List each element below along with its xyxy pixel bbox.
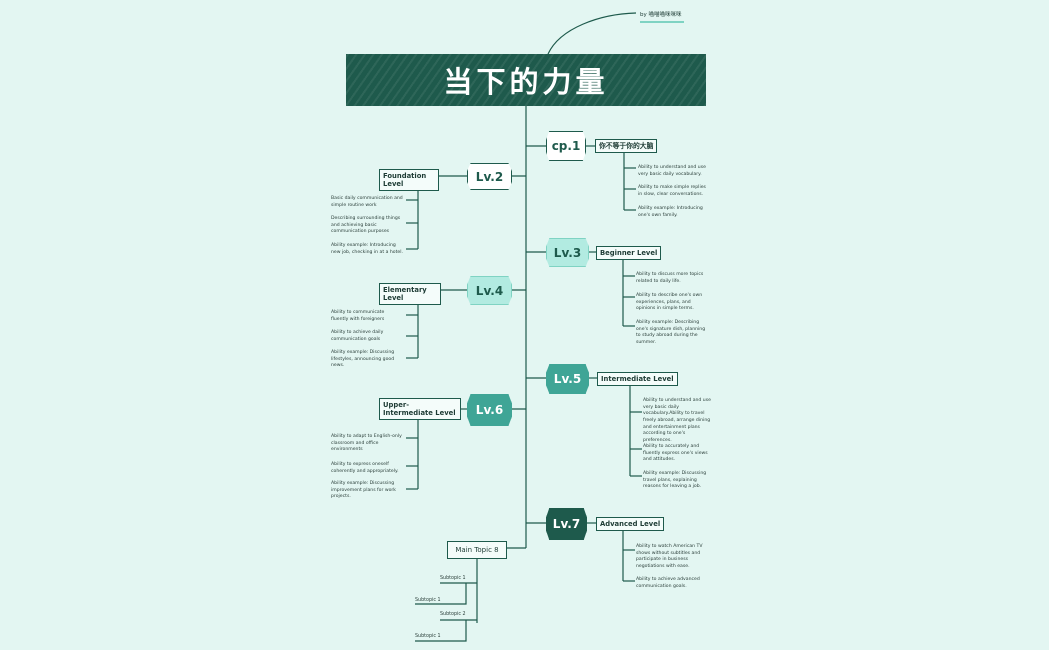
list-item: Ability to achieve advanced communicatio… bbox=[636, 577, 700, 589]
node-label-lv5[interactable]: Intermediate Level bbox=[597, 372, 678, 387]
node-badge-lv5[interactable]: Lv.5 bbox=[546, 364, 589, 394]
list-item: Ability example: Discussing improvement … bbox=[331, 481, 396, 500]
list-item: Describing surrounding things and achiev… bbox=[331, 216, 401, 235]
subtopic[interactable]: Subtopic 1 bbox=[415, 634, 441, 639]
node-badge-lv2[interactable]: Lv.2 bbox=[467, 163, 512, 190]
list-item: Ability example: Describing one's signat… bbox=[636, 320, 706, 345]
subtopic[interactable]: Subtopic 1 bbox=[415, 598, 441, 603]
list-item: Ability example: Introducing new job, ch… bbox=[331, 243, 403, 255]
list-item: Basic daily communication and simple rou… bbox=[331, 196, 403, 208]
list-item: Ability to understand and use very basic… bbox=[643, 398, 711, 443]
node-label-lv6[interactable]: Upper-Intermediate Level bbox=[379, 398, 461, 421]
list-item: Ability to adapt to English-only classro… bbox=[331, 434, 402, 453]
list-item: Ability example: Discussing travel plans… bbox=[643, 471, 707, 490]
node-badge-cp1[interactable]: cp.1 bbox=[546, 131, 586, 161]
list-item: Ability to describe one's own experience… bbox=[636, 293, 703, 312]
list-item: Ability example: Introducing one's own f… bbox=[638, 206, 703, 218]
list-item: Ability example: Discussing lifestyles, … bbox=[331, 350, 395, 369]
central-topic[interactable]: 当下的力量 bbox=[346, 54, 706, 106]
list-item: Ability to discuss more topics related t… bbox=[636, 272, 704, 284]
central-topic-title: 当下的力量 bbox=[443, 65, 609, 99]
author-credit: by 喵喵喵咪咪咪 bbox=[640, 10, 684, 23]
node-label-lv4[interactable]: Elementary Level bbox=[379, 283, 441, 306]
list-item: Ability to accurately and fluently expre… bbox=[643, 444, 708, 463]
subtopic[interactable]: Subtopic 2 bbox=[440, 612, 466, 617]
node-badge-lv6[interactable]: Lv.6 bbox=[467, 394, 512, 426]
node-badge-lv3[interactable]: Lv.3 bbox=[546, 238, 589, 267]
node-label-cp1[interactable]: 你不等于你的大脑 bbox=[595, 139, 658, 154]
list-item: Ability to communicate fluently with for… bbox=[331, 310, 385, 322]
list-item: Ability to watch American TV shows witho… bbox=[636, 544, 703, 569]
subtopic[interactable]: Subtopic 1 bbox=[440, 576, 466, 581]
node-badge-lv7[interactable]: Lv.7 bbox=[546, 508, 587, 540]
list-item: Ability to understand and use very basic… bbox=[638, 165, 706, 177]
node-label-lv7[interactable]: Advanced Level bbox=[596, 517, 665, 532]
list-item: Ability to make simple replies in slow, … bbox=[638, 185, 706, 197]
node-badge-lv4[interactable]: Lv.4 bbox=[467, 276, 512, 305]
list-item: Ability to express oneself coherently an… bbox=[331, 462, 399, 474]
node-label-main-topic-8[interactable]: Main Topic 8 bbox=[447, 541, 507, 559]
list-item: Ability to achieve daily communication g… bbox=[331, 330, 384, 342]
node-label-lv3[interactable]: Beginner Level bbox=[596, 246, 662, 261]
node-label-lv2[interactable]: Foundation Level bbox=[379, 169, 439, 192]
